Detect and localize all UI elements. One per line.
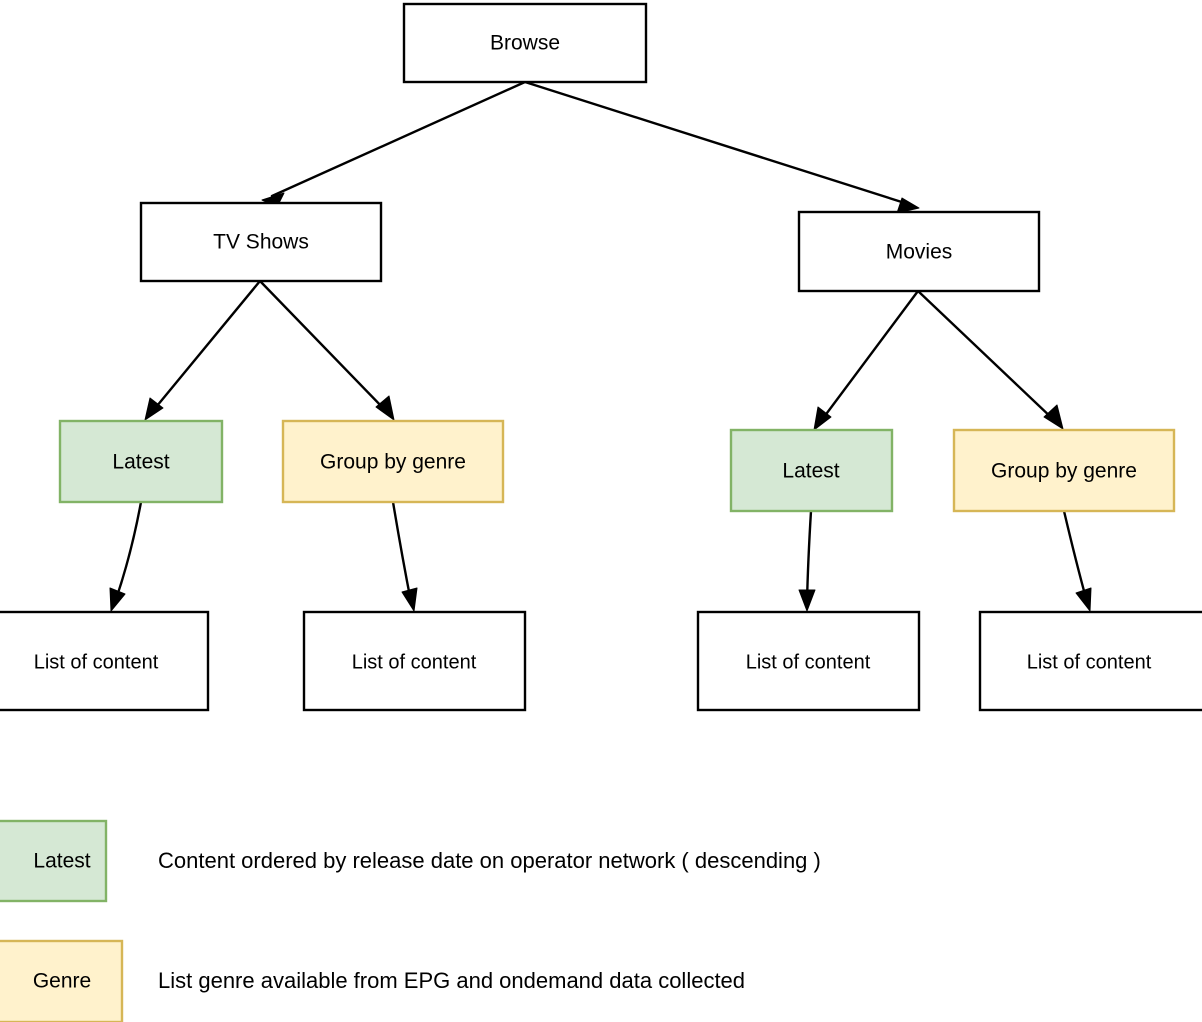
legend-key-genre: Genre	[33, 970, 91, 993]
legend-description-genre: List genre available from EPG and ondema…	[158, 968, 745, 993]
node-tv-shows[interactable]: TV Shows	[139, 201, 383, 283]
node-mv-genre-list-label: List of content	[1027, 651, 1152, 673]
node-browse[interactable]: Browse	[402, 2, 648, 84]
node-mv-genre-label: Group by genre	[991, 460, 1137, 483]
node-mv-genre-list[interactable]: List of content	[978, 610, 1202, 712]
node-tv-genre[interactable]: Group by genre	[281, 419, 505, 504]
node-movies[interactable]: Movies	[797, 210, 1041, 293]
node-tv-shows-label: TV Shows	[213, 231, 309, 254]
node-tv-latest-label: Latest	[112, 451, 169, 474]
legend-swatch-latest	[0, 819, 108, 903]
node-mv-genre[interactable]: Group by genre	[952, 428, 1176, 513]
edge-browse-to-movies	[523, 80, 920, 214]
node-tv-latest[interactable]: Latest	[58, 419, 224, 504]
legend-key-latest: Latest	[33, 850, 90, 873]
edge-browse-to-tv-shows	[261, 80, 527, 208]
legend-swatch-genre	[0, 939, 124, 1022]
edge-tv-shows-to-tv-genre	[258, 279, 395, 421]
node-mv-latest[interactable]: Latest	[729, 428, 894, 513]
legend-item-genre: Genre List genre available from EPG and …	[0, 939, 745, 1022]
node-tv-genre-label: Group by genre	[320, 451, 466, 474]
node-tv-genre-list-label: List of content	[352, 651, 477, 673]
node-mv-latest-list[interactable]: List of content	[696, 610, 921, 712]
node-mv-latest-list-label: List of content	[746, 651, 871, 673]
node-tv-genre-list[interactable]: List of content	[302, 610, 527, 712]
legend-item-latest: Latest Content ordered by release date o…	[0, 819, 821, 903]
node-tv-latest-list-label: List of content	[34, 651, 159, 673]
node-tv-latest-list[interactable]: List of content	[0, 610, 210, 712]
node-browse-label: Browse	[490, 32, 560, 55]
edge-mv-latest-to-list	[798, 509, 816, 612]
edge-movies-to-mv-latest	[813, 289, 920, 431]
edge-tv-shows-to-tv-latest	[144, 279, 262, 421]
node-movies-label: Movies	[886, 241, 953, 264]
edge-tv-genre-to-list	[391, 500, 418, 612]
edge-movies-to-mv-genre	[916, 289, 1064, 430]
edge-mv-genre-to-list	[1062, 509, 1092, 612]
legend-description-latest: Content ordered by release date on opera…	[158, 848, 821, 873]
edge-tv-latest-to-list	[109, 500, 143, 612]
node-mv-latest-label: Latest	[782, 460, 839, 483]
